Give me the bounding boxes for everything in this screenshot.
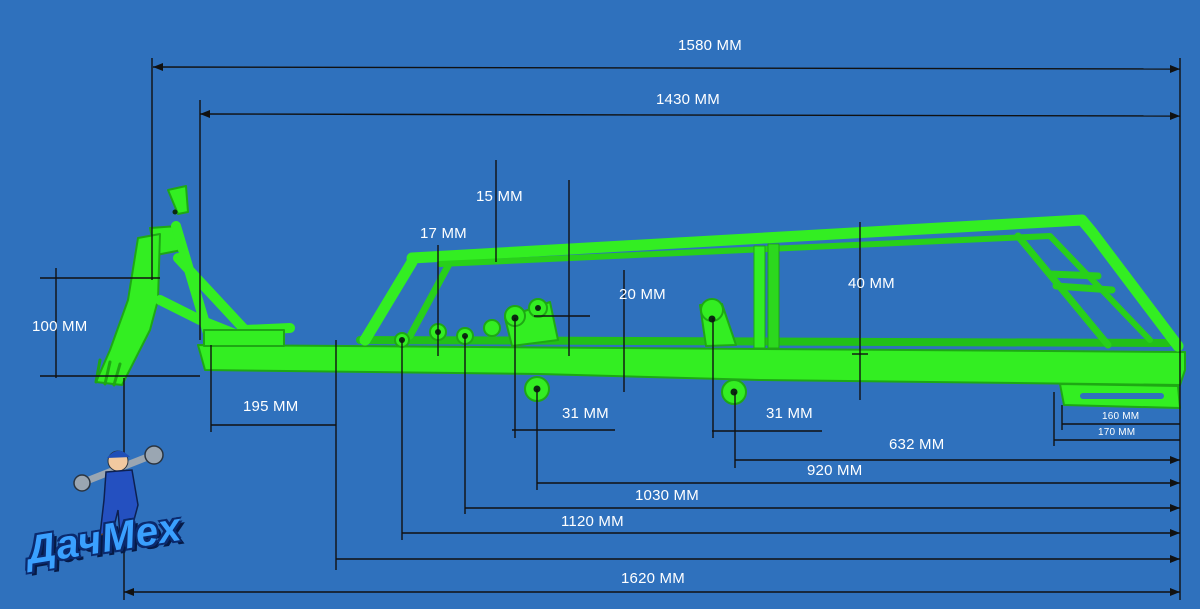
- arrow: [153, 63, 163, 71]
- frame-post-2: [767, 243, 780, 349]
- label-slot-160: 160 MM: [1102, 411, 1140, 422]
- frame-post-1: [753, 245, 766, 349]
- label-bracket-31-a: 31 MM: [562, 405, 609, 422]
- label-dist-920: 920 MM: [807, 462, 863, 479]
- frame-brackets: [394, 298, 747, 405]
- mascot-shoe: [118, 533, 134, 541]
- arrow: [1170, 504, 1180, 512]
- frame-rear-slot: [1080, 393, 1164, 399]
- arrow: [1170, 529, 1180, 537]
- dim-line-1580: [152, 66, 1181, 70]
- frame-fork-prongs: [94, 358, 122, 387]
- dimension-lines: [40, 58, 1181, 600]
- frame-head-tube: [167, 185, 189, 215]
- frame-fork-leg: [95, 233, 161, 386]
- logo-mascot: [73, 445, 164, 541]
- mascot-cap: [107, 450, 130, 458]
- mascot-shoe: [98, 533, 114, 541]
- frame-front-tube: [359, 256, 418, 346]
- frame-front-box: [203, 329, 285, 347]
- label-height-100: 100 MM: [32, 318, 88, 335]
- label-dist-1030: 1030 MM: [635, 487, 699, 504]
- dim-line-1430: [199, 113, 1181, 117]
- label-overall-length: 1580 MM: [678, 37, 742, 54]
- label-dist-632: 632 MM: [889, 436, 945, 453]
- frame-rear-ladder: [1014, 232, 1116, 349]
- arrow: [1170, 555, 1180, 563]
- hole: [172, 209, 178, 215]
- label-offset-195: 195 MM: [243, 398, 299, 415]
- bracket-hole-lug-4: [483, 319, 501, 337]
- arrow: [1170, 479, 1180, 487]
- hole: [708, 315, 716, 323]
- frame-top-rail: [406, 214, 1184, 352]
- label-upper-length: 1430 MM: [656, 91, 720, 108]
- arrow: [200, 110, 210, 118]
- wrench-head: [73, 474, 91, 492]
- label-dist-1120: 1120 MM: [561, 513, 624, 530]
- label-tube-15: 15 MM: [476, 188, 523, 205]
- label-dist-1620: 1620 MM: [621, 570, 685, 587]
- frame-top-rail-inner: [437, 233, 1153, 343]
- mascot-body: [99, 469, 139, 536]
- label-height-40: 40 MM: [848, 275, 895, 292]
- frame: [94, 185, 1186, 409]
- arrow: [1170, 456, 1180, 464]
- label-slot-170: 170 MM: [1098, 427, 1136, 438]
- label-gap-20: 20 MM: [619, 286, 666, 303]
- wrench-head: [144, 445, 164, 465]
- arrow: [124, 588, 134, 596]
- label-tube-17: 17 MM: [420, 225, 467, 242]
- hole: [730, 388, 738, 396]
- arrow: [1170, 588, 1180, 596]
- label-bracket-31-b: 31 MM: [766, 405, 813, 422]
- dimension-arrows: [124, 63, 1180, 596]
- frame-holes: [172, 209, 738, 396]
- frame-lower-rail: [197, 344, 1186, 386]
- frame-front-tube-inner: [406, 262, 452, 340]
- frame-front-brace: [155, 221, 295, 345]
- arrow: [1170, 65, 1180, 73]
- arrow: [1170, 112, 1180, 120]
- hole: [535, 305, 541, 311]
